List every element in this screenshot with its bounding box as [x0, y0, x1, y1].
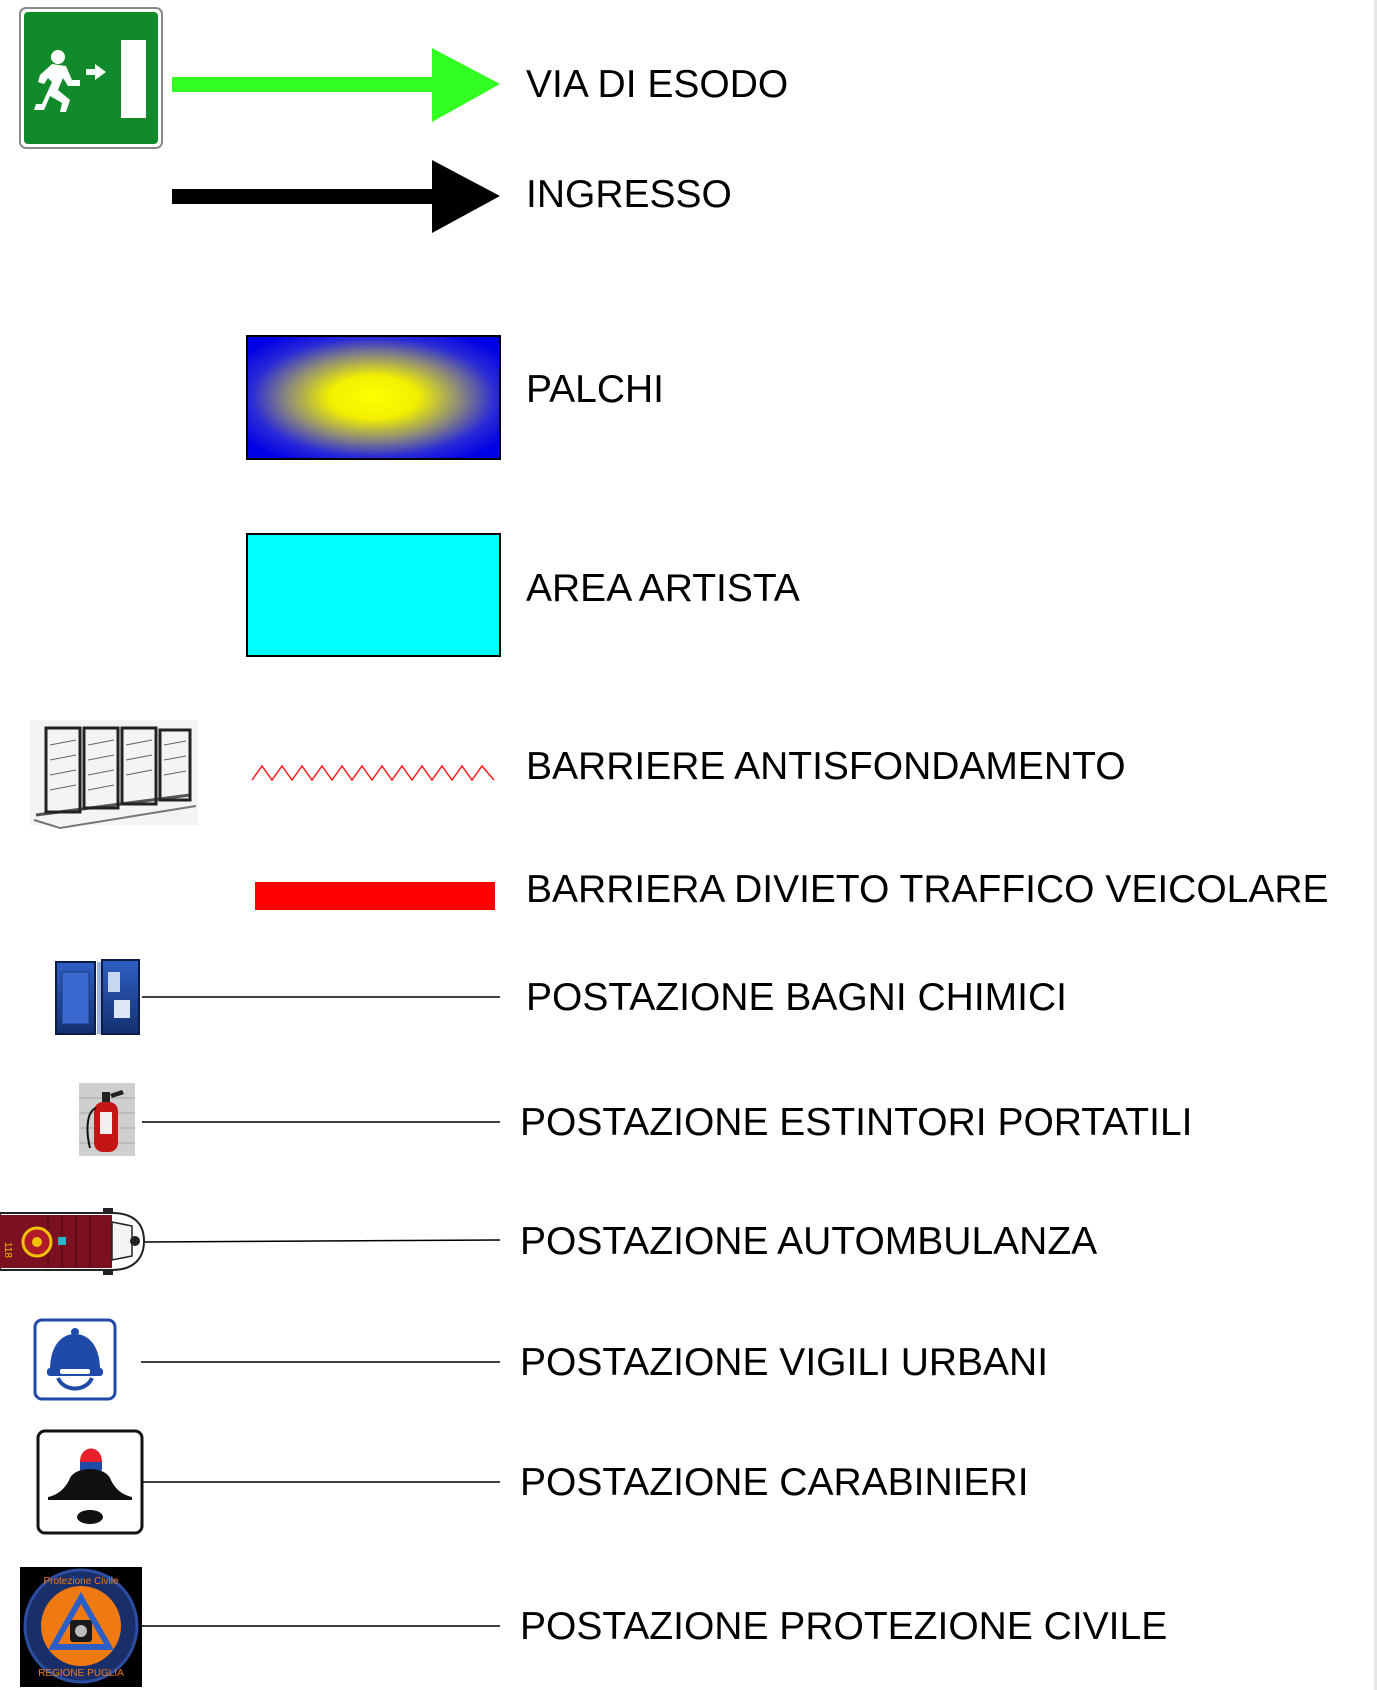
civil-protection-logo-top-text: Protezione Civile	[43, 1576, 118, 1587]
stages-label: PALCHI	[526, 368, 664, 411]
traffic-barrier-label: BARRIERA DIVIETO TRAFFICO VEICOLARE	[526, 868, 1329, 911]
stage-swatch	[246, 335, 501, 460]
artist-area-label: AREA ARTISTA	[526, 567, 800, 610]
leader-line	[144, 1239, 501, 1243]
legend-row-entrance: INGRESSO	[172, 160, 732, 233]
chemical-toilet-icon	[55, 959, 140, 1035]
civil-protection-logo-icon: Protezione Civile REGIONE PUGLIA	[20, 1567, 142, 1687]
exit-arrow	[172, 48, 500, 122]
crowd-barrier-icon	[30, 720, 198, 830]
legend-row-chemical-toilets: POSTAZIONE BAGNI CHIMICI	[55, 959, 1067, 1035]
legend-row-local-police: POSTAZIONE VIGILI URBANI	[33, 1318, 1048, 1401]
local-police-label: POSTAZIONE VIGILI URBANI	[520, 1341, 1048, 1384]
fire-extinguisher-icon	[79, 1083, 135, 1156]
fire-extinguishers-label: POSTAZIONE ESTINTORI PORTATILI	[520, 1101, 1192, 1144]
entrance-arrow	[172, 160, 500, 233]
entrance-label: INGRESSO	[526, 173, 732, 216]
civil-protection-logo-bottom-text: REGIONE PUGLIA	[38, 1668, 124, 1679]
legend-row-traffic-barrier: BARRIERA DIVIETO TRAFFICO VEICOLARE	[255, 868, 1329, 911]
legend-row-exit-route: VIA DI ESODO	[19, 7, 788, 149]
anti-crush-barriers-label: BARRIERE ANTISFONDAMENTO	[526, 745, 1126, 788]
carabinieri-hat-icon	[36, 1429, 144, 1535]
ambulance-118-badge: 118	[2, 1242, 13, 1258]
chemical-toilets-label: POSTAZIONE BAGNI CHIMICI	[526, 976, 1067, 1019]
legend-row-artist-area: AREA ARTISTA	[246, 533, 800, 657]
civil-protection-label: POSTAZIONE PROTEZIONE CIVILE	[520, 1605, 1167, 1648]
legend-row-ambulance: 118 POSTAZIONE AUTOMBULANZA	[0, 1208, 1097, 1275]
emergency-exit-sign-icon	[19, 7, 163, 149]
artist-area-swatch	[246, 533, 501, 657]
page-edge-line	[1374, 0, 1377, 1690]
police-helmet-icon	[33, 1318, 117, 1401]
legend-row-anti-crush-barriers: BARRIERE ANTISFONDAMENTO	[30, 720, 1126, 830]
traffic-barrier-swatch	[255, 882, 495, 910]
legend-row-carabinieri: POSTAZIONE CARABINIERI	[36, 1429, 1029, 1535]
carabinieri-label: POSTAZIONE CARABINIERI	[520, 1461, 1029, 1504]
exit-route-label: VIA DI ESODO	[526, 63, 788, 106]
legend-row-stages: PALCHI	[246, 335, 664, 460]
ambulance-label: POSTAZIONE AUTOMBULANZA	[520, 1220, 1097, 1263]
barrier-zigzag	[251, 764, 495, 782]
legend-row-civil-protection: Protezione Civile REGIONE PUGLIA POSTAZI…	[20, 1567, 1167, 1687]
ambulance-icon: 118	[0, 1208, 146, 1275]
legend-row-fire-extinguishers: POSTAZIONE ESTINTORI PORTATILI	[79, 1083, 1192, 1156]
